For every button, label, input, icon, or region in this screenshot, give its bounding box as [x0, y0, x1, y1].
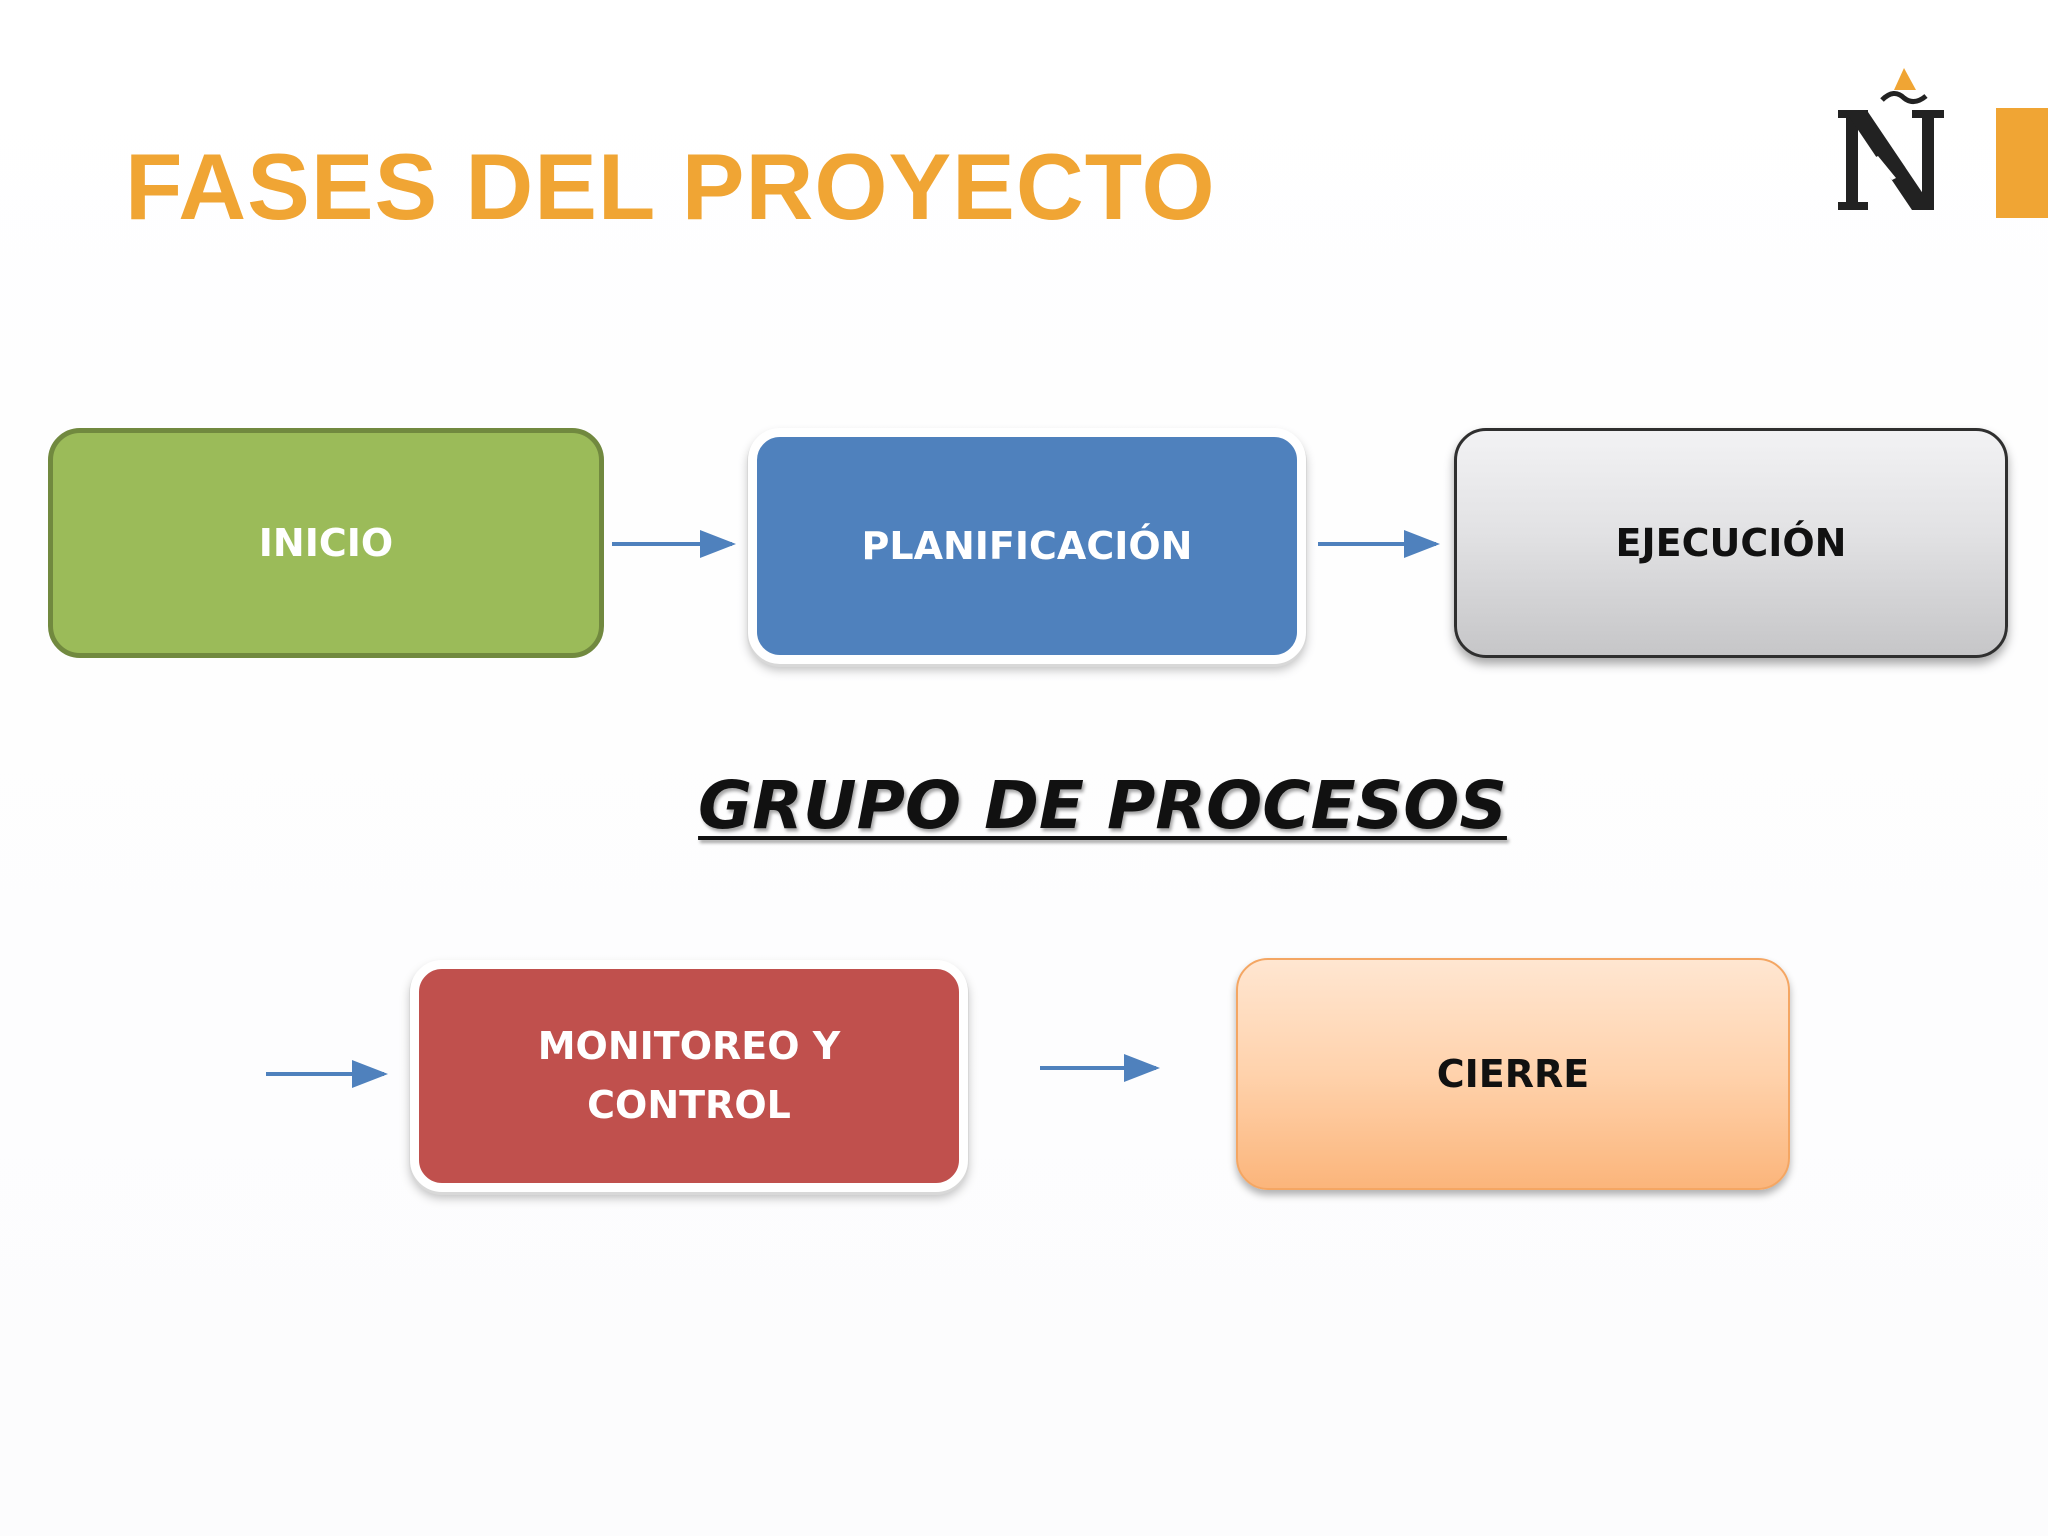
phase-label: PLANIFICACIÓN: [861, 523, 1193, 568]
phase-box-cierre: CIERRE: [1236, 958, 1790, 1190]
phase-label: CIERRE: [1436, 1051, 1590, 1096]
phase-label-line-1: MONITOREO Y: [537, 1024, 841, 1069]
n-tilde-logo-icon: [1838, 68, 1944, 210]
corner-accent-bar: [1996, 108, 2048, 218]
processes-group-heading: GRUPO DE PROCESOS: [698, 767, 1507, 844]
slide-title: FASES DEL PROYECTO: [125, 134, 1216, 239]
phase-label: INICIO: [258, 520, 394, 565]
phase-label-line-2: CONTROL: [587, 1083, 791, 1127]
phase-label: EJECUCIÓN: [1615, 520, 1847, 565]
phase-box-inicio: INICIO: [48, 428, 604, 658]
phase-box-ejecucion: EJECUCIÓN: [1454, 428, 2008, 658]
phase-box-monitoreo-control: MONITOREO Y CONTROL: [410, 960, 968, 1192]
phase-box-planificacion: PLANIFICACIÓN: [748, 428, 1306, 664]
